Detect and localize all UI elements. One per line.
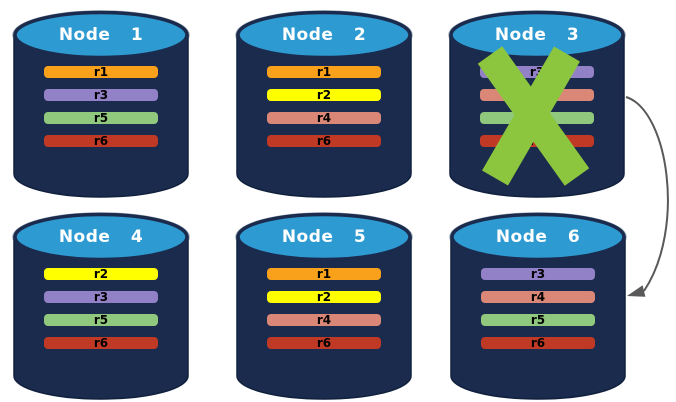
- node-1-replica-r1: r1: [44, 66, 158, 78]
- node-4-replica-r2: r2: [44, 268, 158, 280]
- node-1-replica-r3: r3: [44, 89, 158, 101]
- node-4-replica-r5: r5: [44, 314, 158, 326]
- node-5-replica-r4: r4: [267, 314, 381, 326]
- node-5: Node 5 r1 r2 r4 r6: [235, 212, 413, 402]
- node-3-replicas: r3 r4 r5 r6: [480, 66, 594, 158]
- node-4-replica-r3: r3: [44, 291, 158, 303]
- node-3-replica-r4: r4: [480, 89, 594, 101]
- node-5-replica-r6: r6: [267, 337, 381, 349]
- node-3-replica-r5: r5: [480, 112, 594, 124]
- node-1-replica-r5: r5: [44, 112, 158, 124]
- node-1-replica-r6: r6: [44, 135, 158, 147]
- failover-arrow-icon: [625, 96, 669, 297]
- node-4-title: Node 4: [58, 227, 144, 247]
- node-6-replica-r3: r3: [481, 268, 595, 280]
- node-6-replica-r6: r6: [481, 337, 595, 349]
- node-1-replicas: r1 r3 r5 r6: [44, 66, 158, 158]
- node-6-replicas: r3 r4 r5 r6: [481, 268, 595, 360]
- node-5-replica-r1: r1: [267, 268, 381, 280]
- node-3-title: Node 3: [494, 25, 580, 45]
- node-2-replica-r4: r4: [267, 112, 381, 124]
- node-6-replica-r5: r5: [481, 314, 595, 326]
- node-5-replica-r2: r2: [267, 291, 381, 303]
- node-6: Node 6 r3 r4 r5 r6: [449, 212, 627, 402]
- node-6-title: Node 6: [495, 227, 581, 247]
- node-5-title: Node 5: [281, 227, 367, 247]
- node-4-replicas: r2 r3 r5 r6: [44, 268, 158, 360]
- node-3-replica-r6: r6: [480, 135, 594, 147]
- node-5-replicas: r1 r2 r4 r6: [267, 268, 381, 360]
- node-2-replica-r2: r2: [267, 89, 381, 101]
- node-2-replicas: r1 r2 r4 r6: [267, 66, 381, 158]
- node-4: Node 4 r2 r3 r5 r6: [12, 212, 190, 402]
- node-3-replica-r3: r3: [480, 66, 594, 78]
- node-2-replica-r6: r6: [267, 135, 381, 147]
- node-2-title: Node 2: [281, 25, 367, 45]
- node-1: Node 1 r1 r3 r5 r6: [12, 10, 190, 200]
- node-3: Node 3 r3 r4 r5 r6: [448, 10, 626, 200]
- node-2-replica-r1: r1: [267, 66, 381, 78]
- node-1-title: Node 1: [58, 25, 144, 45]
- node-2: Node 2 r1 r2 r4 r6: [235, 10, 413, 200]
- node-4-replica-r6: r6: [44, 337, 158, 349]
- node-6-replica-r4: r4: [481, 291, 595, 303]
